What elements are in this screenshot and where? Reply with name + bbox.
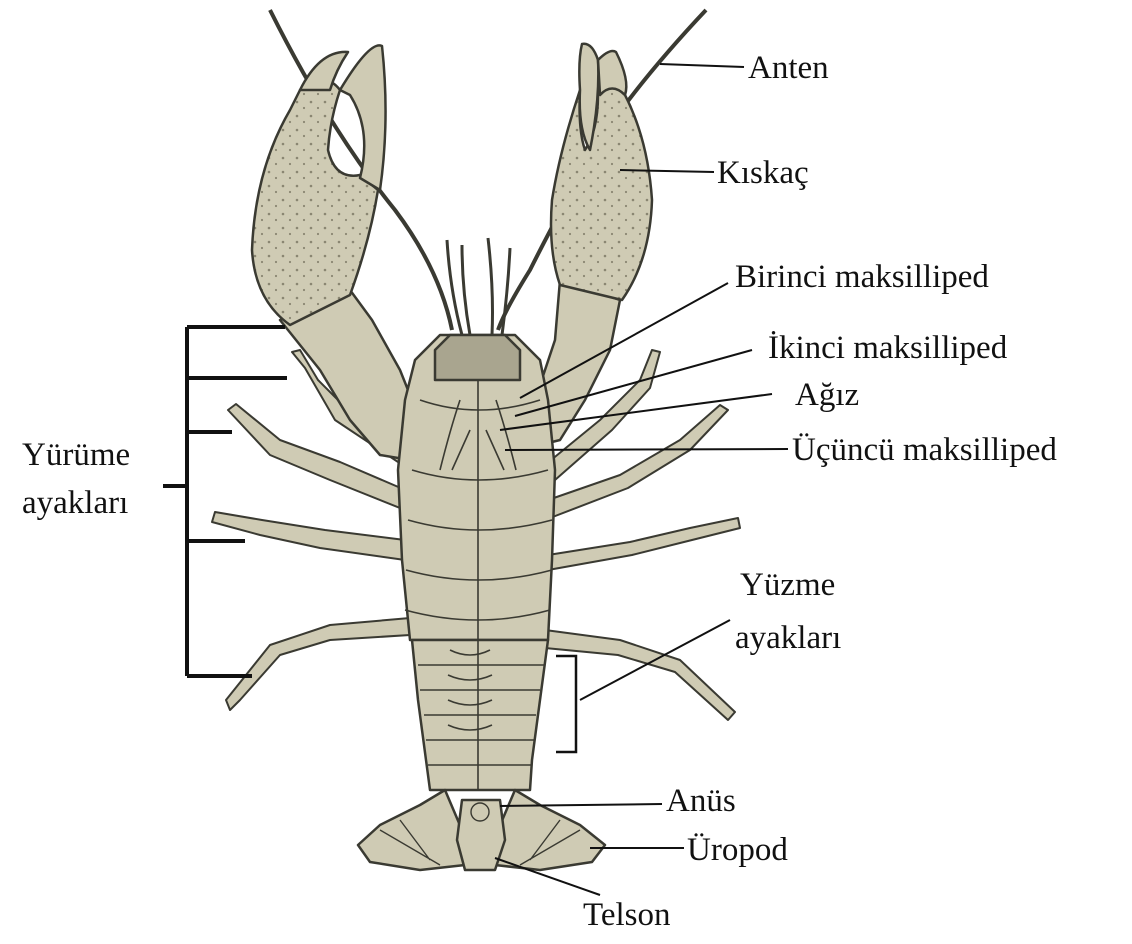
abdomen <box>412 640 548 790</box>
label-anus: Anüs <box>666 783 736 819</box>
label-ucuncu: Üçüncü maksilliped <box>792 432 1057 468</box>
uropod-right <box>495 790 605 870</box>
label-uropod: Üropod <box>687 832 788 868</box>
label-yurume-line1: Yürüme <box>22 437 130 473</box>
cephalothorax <box>398 335 555 640</box>
claw-left <box>252 45 420 460</box>
label-yuzme-line2: ayakları <box>735 620 841 656</box>
claw-right-hand <box>551 88 652 301</box>
label-telson: Telson <box>583 897 671 933</box>
leader-birinci <box>520 283 728 398</box>
label-kiskac: Kıskaç <box>717 155 809 191</box>
label-yuzme-line1: Yüzme <box>740 567 835 603</box>
label-ikinci: İkinci maksilliped <box>768 330 1008 366</box>
claw-right-finger-outer <box>598 51 626 95</box>
leader-ucuncu <box>505 449 788 450</box>
tail-fan <box>358 790 605 870</box>
label-agiz: Ağız <box>795 377 859 413</box>
label-yurume-line2: ayakları <box>22 485 128 521</box>
claw-left-finger-inner <box>340 45 386 190</box>
claw-left-finger-outer <box>300 52 348 90</box>
swimming-legs-bracket <box>556 656 576 752</box>
walking-legs-bracket <box>163 327 287 676</box>
uropod-left <box>358 790 465 870</box>
label-anten: Anten <box>748 50 829 86</box>
label-birinci: Birinci maksilliped <box>735 259 989 295</box>
leader-anten <box>660 64 744 67</box>
